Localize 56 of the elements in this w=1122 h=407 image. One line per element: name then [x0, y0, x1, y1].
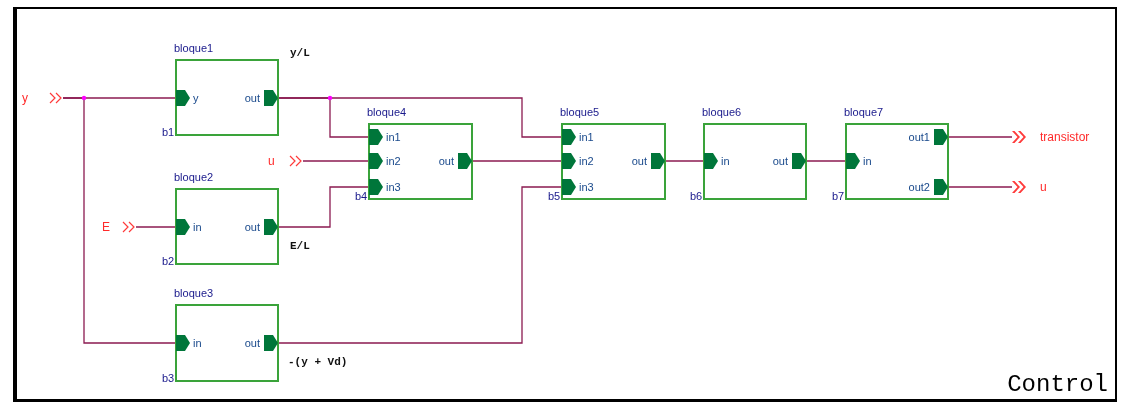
block-name: bloque4: [367, 106, 407, 118]
port-label: out2: [908, 181, 930, 193]
block-id: b1: [162, 126, 175, 138]
connector-line: [278, 186, 369, 228]
connector-line: [278, 186, 562, 344]
edge-label: -(y + Vd): [288, 356, 348, 368]
port-label: in1: [579, 131, 594, 143]
block-name: bloque2: [174, 171, 214, 183]
signal-name: transistor: [1040, 130, 1090, 144]
port-label: in: [193, 337, 202, 349]
port-label: out: [244, 92, 260, 104]
block-name: bloque5: [560, 106, 600, 118]
block-name: bloque7: [844, 106, 884, 118]
port-label: y: [193, 92, 199, 104]
block-id: b6: [690, 190, 703, 202]
connector-line: [665, 160, 704, 162]
port-label: out1: [908, 131, 930, 143]
port-label: in: [863, 155, 872, 167]
connector-line: [948, 181, 1026, 193]
port-label: out: [244, 221, 260, 233]
connector-line: [948, 131, 1026, 143]
block-name: bloque3: [174, 287, 214, 299]
edge-label: E/L: [290, 240, 310, 252]
connector-line: [472, 160, 562, 162]
port-label: in: [193, 221, 202, 233]
port-label: in2: [386, 155, 401, 167]
block-id: b5: [548, 190, 561, 202]
port-label: out: [438, 155, 454, 167]
signal-name: E: [102, 220, 110, 234]
input-terminal: [268, 153, 303, 169]
port-label: out: [244, 337, 260, 349]
edge-label: y/L: [290, 47, 310, 59]
connector-line: [806, 160, 846, 162]
port-label: in1: [386, 131, 401, 143]
port-label: in3: [579, 181, 594, 193]
block-id: b7: [832, 190, 845, 202]
port-label: in: [721, 155, 730, 167]
port-label: out: [631, 155, 647, 167]
signal-name: u: [1040, 180, 1047, 194]
connector-line: [278, 97, 562, 138]
input-terminal: [102, 219, 136, 235]
block-name: bloque1: [174, 42, 214, 54]
connector-line: [62, 97, 176, 344]
port-label: out: [772, 155, 788, 167]
signal-name: u: [268, 154, 275, 168]
port-label: in2: [579, 155, 594, 167]
block-id: b3: [162, 372, 175, 384]
block-id: b2: [162, 255, 175, 267]
block-name: bloque6: [702, 106, 742, 118]
signal-name: y: [22, 91, 28, 105]
block-id: b4: [355, 190, 368, 202]
port-label: in3: [386, 181, 401, 193]
connector-line: [302, 160, 369, 162]
diagram-title: Control: [1007, 371, 1108, 398]
connector-line: [135, 226, 176, 228]
input-terminal: [22, 90, 63, 106]
